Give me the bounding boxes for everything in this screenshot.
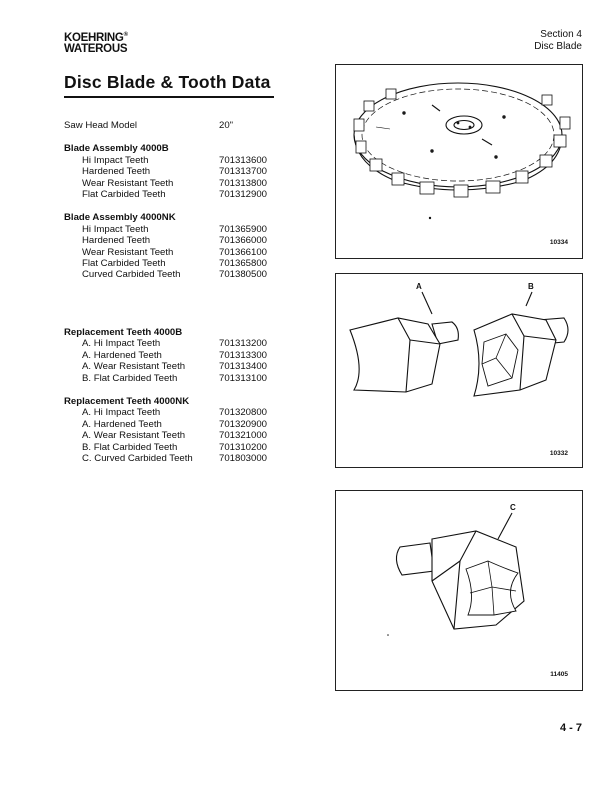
part-label: A. Hi Impact Teeth [82, 338, 161, 350]
teeth-ab-illustration [349, 291, 569, 397]
part-row: A. Hi Impact Teeth 701313200 [64, 338, 324, 349]
part-row: Wear Resistant Teeth 701366100 [64, 247, 324, 258]
title-underline [64, 96, 274, 98]
section-label: Section 4 [540, 29, 582, 40]
group-heading: Replacement Teeth 4000B [64, 326, 183, 338]
part-row: Hardened Teeth 701366000 [64, 235, 324, 246]
page-number: 4 - 7 [559, 722, 582, 734]
logo-line-1: KOEHRING [64, 31, 124, 44]
tooth-c-illustration [387, 512, 525, 636]
logo-registered-mark: ® [123, 32, 128, 38]
part-label: A. Hi Impact Teeth [82, 407, 161, 419]
part-row: A. Wear Resistant Teeth 701313400 [64, 361, 324, 372]
tooth-c-figure: C 11405 [335, 490, 583, 691]
group-heading: Blade Assembly 4000B [64, 143, 169, 155]
group-heading: Blade Assembly 4000NK [64, 212, 176, 224]
part-label: Flat Carbided Teeth [82, 189, 166, 201]
part-number: 701366000 [219, 235, 268, 247]
part-row: A. Hardened Teeth 701313300 [64, 350, 324, 361]
part-data-list: Saw Head Model 20" Blade Assembly 4000B … [64, 120, 324, 464]
part-number: 701380500 [219, 269, 268, 281]
figure-id: 11405 [550, 671, 568, 678]
group-heading: Replacement Teeth 4000NK [64, 395, 190, 407]
disc-blade-figure: 10334 [335, 64, 583, 259]
part-label: B. Flat Carbided Teeth [82, 441, 178, 453]
part-row: A. Wear Resistant Teeth 701321000 [64, 430, 324, 441]
callout-a: A [416, 282, 422, 291]
logo-line-2: WATEROUS [64, 42, 128, 55]
part-row: Wear Resistant Teeth 701313800 [64, 178, 324, 189]
part-number: 701365900 [219, 223, 268, 235]
part-number: 701312900 [219, 189, 268, 201]
saw-head-row: Saw Head Model 20" [64, 120, 324, 131]
part-number: 701313100 [219, 372, 268, 384]
part-row: A. Hi Impact Teeth 701320800 [64, 407, 324, 418]
saw-head-label: Saw Head Model [64, 120, 138, 131]
part-label: B. Flat Carbided Teeth [82, 372, 178, 384]
part-number: 701313700 [219, 166, 268, 178]
part-label: Hi Impact Teeth [82, 223, 149, 235]
disc-blade-illustration [353, 82, 571, 220]
part-row: Hi Impact Teeth 701313600 [64, 155, 324, 166]
part-label: Hardened Teeth [82, 166, 151, 178]
part-label: A. Hardened Teeth [82, 418, 162, 430]
figure-id: 10334 [549, 239, 568, 246]
part-label: Wear Resistant Teeth [82, 177, 174, 189]
figure-id: 10332 [549, 450, 568, 457]
part-label: Flat Carbided Teeth [82, 258, 166, 270]
part-label: A. Hardened Teeth [82, 349, 162, 361]
part-row: Hardened Teeth 701313700 [64, 166, 324, 177]
callout-c: C [510, 503, 516, 512]
part-number: 701310200 [219, 441, 268, 453]
part-label: Hardened Teeth [82, 235, 151, 247]
part-number: 701313600 [219, 154, 268, 166]
part-label: Hi Impact Teeth [82, 154, 149, 166]
part-row: B. Flat Carbided Teeth 701310200 [64, 442, 324, 453]
company-logo: KOEHRING® WATEROUS [64, 30, 128, 55]
part-number: 701365800 [219, 258, 268, 270]
part-label: C. Curved Carbided Teeth [82, 452, 193, 464]
part-number: 701803000 [219, 452, 268, 464]
part-row: B. Flat Carbided Teeth 701313100 [64, 373, 324, 384]
part-number: 701321000 [219, 430, 268, 442]
part-row: Curved Carbided Teeth 701380500 [64, 269, 324, 280]
section-header: Section 4 Disc Blade [534, 29, 582, 53]
part-label: Wear Resistant Teeth [82, 246, 174, 258]
part-number: 701313800 [219, 177, 268, 189]
part-number: 701320900 [219, 418, 268, 430]
callout-b: B [528, 282, 534, 291]
part-number: 701366100 [219, 246, 268, 258]
part-number: 701320800 [219, 407, 268, 419]
part-row: C. Curved Carbided Teeth 701803000 [64, 453, 324, 464]
part-row: Hi Impact Teeth 701365900 [64, 224, 324, 235]
part-label: A. Wear Resistant Teeth [82, 430, 186, 442]
part-row: Flat Carbided Teeth 701312900 [64, 189, 324, 200]
part-number: 701313200 [219, 338, 268, 350]
subsection-label: Disc Blade [534, 41, 582, 52]
part-number: 701313400 [219, 361, 268, 373]
page-title: Disc Blade & Tooth Data [64, 72, 271, 92]
teeth-ab-figure: A B 10332 [335, 273, 583, 468]
part-label: Curved Carbided Teeth [82, 269, 181, 281]
saw-head-value: 20" [219, 120, 234, 131]
spacer [64, 281, 324, 315]
part-row: Flat Carbided Teeth 701365800 [64, 258, 324, 269]
part-row: A. Hardened Teeth 701320900 [64, 419, 324, 430]
part-number: 701313300 [219, 349, 268, 361]
part-label: A. Wear Resistant Teeth [82, 361, 186, 373]
